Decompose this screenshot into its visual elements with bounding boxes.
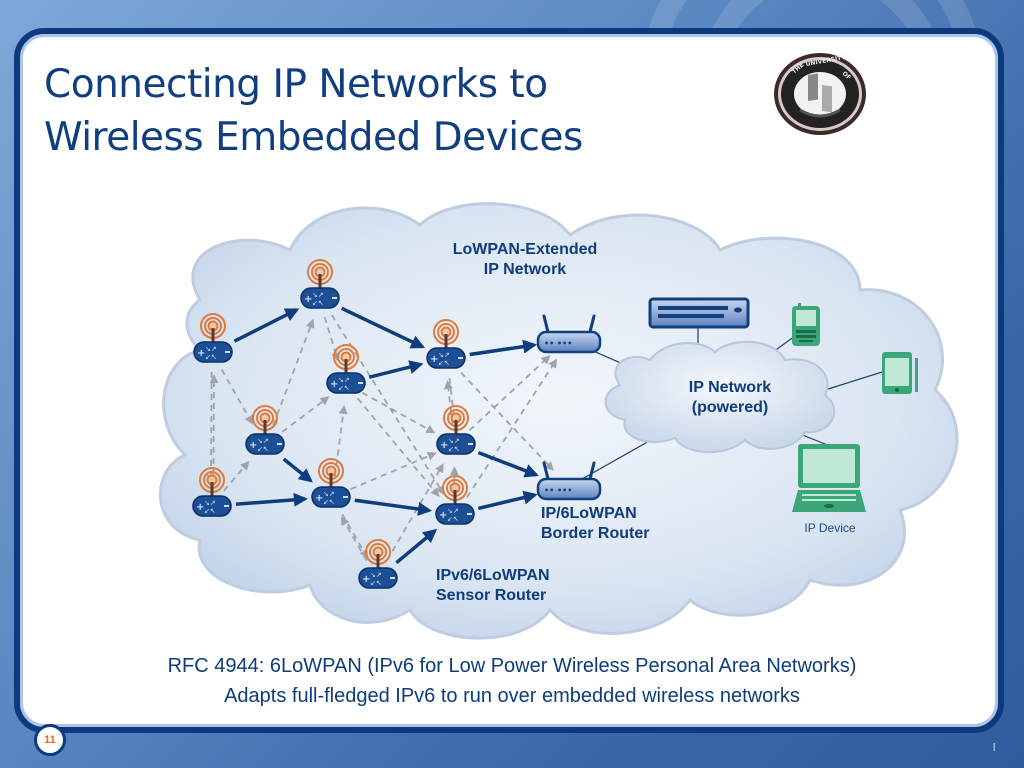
sensor-router-node: +↘↗↙↖ (300, 259, 340, 309)
svg-text:↙↖: ↙↖ (205, 353, 217, 361)
secondary-link (340, 516, 368, 562)
label-line: IPv6/6LoWPAN (436, 567, 550, 584)
ip-network-label: IP Network (powered) (630, 378, 830, 418)
caption-line: RFC 4944: 6LoWPAN (IPv6 for Low Power Wi… (167, 655, 857, 677)
caption-line: Adapts full-fledged IPv6 to run over emb… (224, 685, 800, 707)
sensor-router-node: +↘↗↙↖ (358, 539, 398, 589)
svg-text:+: + (440, 440, 448, 451)
ip-link (824, 371, 883, 391)
primary-link (368, 360, 424, 379)
svg-text:+: + (249, 440, 257, 451)
svg-text:↙↖: ↙↖ (448, 445, 460, 453)
secondary-link (206, 371, 216, 484)
primary-link (340, 306, 426, 349)
page-number-badge: 11 (34, 724, 66, 756)
sensor-router-label: IPv6/6LoWPAN Sensor Router (436, 566, 550, 606)
svg-text:↘↗: ↘↗ (257, 437, 269, 445)
secondary-link (386, 463, 444, 562)
svg-text:↙↖: ↙↖ (447, 515, 459, 523)
svg-text:+: + (197, 348, 205, 359)
svg-text:↙↖: ↙↖ (338, 384, 350, 392)
border-router-icon: •• ••• (536, 314, 602, 354)
svg-text:•• •••: •• ••• (544, 486, 572, 495)
sensor-router-node: +↘↗↙↖ (245, 405, 285, 455)
label-line: Sensor Router (436, 587, 547, 604)
primary-link (282, 457, 313, 483)
primary-link (477, 450, 539, 478)
primary-link (235, 492, 308, 507)
label-line: IP/6LoWPAN (541, 505, 637, 522)
svg-text:↘↗: ↘↗ (323, 490, 335, 498)
smartphone-icon (792, 303, 820, 346)
primary-link (233, 308, 300, 343)
sensor-router-node: +↘↗↙↖ (192, 467, 232, 517)
label-line: LoWPAN-Extended (452, 241, 598, 258)
svg-text:•• •••: •• ••• (544, 339, 572, 348)
sensor-router-node: +↘↗↙↖ (435, 475, 475, 525)
network-switch-icon (648, 297, 750, 329)
svg-text:+: + (196, 502, 204, 513)
tablet-icon (882, 352, 918, 394)
svg-text:↙↖: ↙↖ (312, 299, 324, 307)
lowpan-cloud (158, 202, 959, 640)
svg-text:↙↖: ↙↖ (204, 507, 216, 515)
secondary-link (468, 355, 551, 432)
corner-mark: l (993, 742, 996, 754)
primary-link (395, 528, 438, 565)
label-line: IP Network (483, 261, 567, 278)
svg-text:↘↗: ↘↗ (370, 571, 382, 579)
secondary-link (466, 358, 558, 498)
svg-text:OF: OF (841, 70, 853, 81)
primary-link (477, 490, 538, 511)
svg-text:↘↗: ↘↗ (448, 437, 460, 445)
svg-text:↘↗: ↘↗ (338, 376, 350, 384)
svg-text:↙↖: ↙↖ (323, 498, 335, 506)
university-seal-logo: THE UNIVERSITY OF (774, 53, 866, 135)
secondary-link (281, 396, 330, 433)
secondary-link (361, 391, 436, 434)
label-line: (powered) (691, 399, 769, 416)
border-router-icon: •• ••• (536, 461, 602, 501)
sensor-router-node: +↘↗↙↖ (326, 344, 366, 394)
primary-link (354, 498, 433, 516)
svg-text:↘↗: ↘↗ (205, 345, 217, 353)
svg-text:+: + (304, 294, 312, 305)
primary-link (469, 339, 538, 357)
lowpan-network-label: LoWPAN-Extended IP Network (410, 240, 640, 280)
svg-text:↘↗: ↘↗ (204, 499, 216, 507)
secondary-link (331, 314, 445, 496)
svg-text:+: + (330, 379, 338, 390)
svg-text:↘↗: ↘↗ (312, 291, 324, 299)
svg-text:+: + (315, 493, 323, 504)
svg-text:+: + (430, 354, 438, 365)
border-router-label: IP/6LoWPAN Border Router (541, 504, 649, 544)
svg-text:+: + (439, 510, 447, 521)
svg-text:↘↗: ↘↗ (447, 507, 459, 515)
sensor-router-node: +↘↗↙↖ (193, 313, 233, 363)
sensor-router-node: +↘↗↙↖ (311, 458, 351, 508)
svg-text:↘↗: ↘↗ (438, 351, 450, 359)
sensor-router-node: +↘↗↙↖ (426, 319, 466, 369)
secondary-link (443, 380, 454, 425)
secondary-link (209, 374, 219, 487)
ip-device-label: IP Device (804, 521, 856, 535)
label-line: IP Network (688, 379, 772, 396)
slide-title: Connecting IP Networks to Wireless Embed… (44, 58, 583, 164)
label-line: Border Router (541, 525, 650, 542)
svg-text:↙↖: ↙↖ (370, 579, 382, 587)
secondary-link (460, 371, 554, 471)
ip-network-cloud (604, 340, 836, 454)
secondary-link (341, 513, 369, 559)
title-line: Connecting IP Networks to (44, 62, 548, 107)
svg-text:↙↖: ↙↖ (257, 445, 269, 453)
title-line: Wireless Embedded Devices (44, 115, 583, 160)
svg-text:↙↖: ↙↖ (438, 359, 450, 367)
laptop-icon (792, 444, 866, 512)
sensor-router-node: +↘↗↙↖ (436, 405, 476, 455)
secondary-link (350, 452, 437, 491)
secondary-link (272, 318, 315, 426)
svg-text:+: + (362, 574, 370, 585)
